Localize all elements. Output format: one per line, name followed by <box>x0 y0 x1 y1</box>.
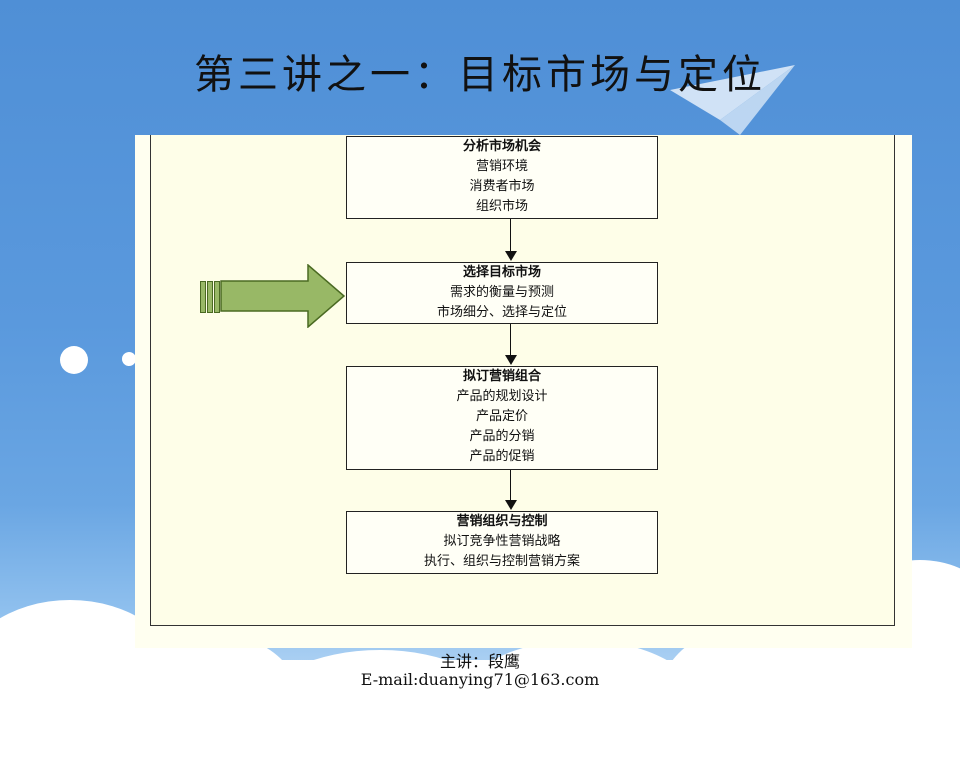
bubble-decoration <box>122 352 136 366</box>
step-heading: 分析市场机会 <box>462 139 541 154</box>
pointer-bar <box>207 281 213 313</box>
step-line: 拟订竞争性营销战略 <box>443 534 561 549</box>
connector-arrowhead <box>505 500 517 510</box>
lecturer-label: 主讲：段鹰 <box>439 652 520 671</box>
connector-arrowhead <box>505 355 517 365</box>
step-line: 需求的衡量与预测 <box>449 285 554 300</box>
step-heading: 选择目标市场 <box>462 265 541 280</box>
pointer-bar <box>214 281 220 313</box>
step-box-marketing-mix: 拟订营销组合 产品的规划设计 产品定价 产品的分销 产品的促销 <box>346 366 658 470</box>
pointer-arrow-icon <box>220 264 345 328</box>
connector-arrowhead <box>505 251 517 261</box>
connector-line <box>510 219 511 251</box>
email-label: E-mail:duanying71@163.com <box>360 670 600 689</box>
step-line: 产品定价 <box>475 409 528 424</box>
slide-title: 第三讲之一：目标市场与定位 <box>194 52 766 98</box>
step-line: 组织市场 <box>475 199 528 214</box>
step-box-select-target: 选择目标市场 需求的衡量与预测 市场细分、选择与定位 <box>346 262 658 324</box>
pointer-bar <box>200 281 206 313</box>
connector-line <box>510 470 511 501</box>
step-line: 消费者市场 <box>469 179 535 194</box>
step-line: 营销环境 <box>475 159 528 174</box>
step-heading: 拟订营销组合 <box>462 369 541 384</box>
step-line: 市场细分、选择与定位 <box>436 305 567 320</box>
paper-plane-icon <box>670 65 795 135</box>
step-heading: 营销组织与控制 <box>456 514 548 529</box>
step-line: 产品的规划设计 <box>456 389 548 404</box>
step-line: 执行、组织与控制营销方案 <box>423 554 580 569</box>
bubble-decoration <box>60 346 88 374</box>
step-line: 产品的分销 <box>469 429 535 444</box>
step-line: 产品的促销 <box>469 449 535 464</box>
connector-line <box>510 324 511 356</box>
step-box-analyze-market: 分析市场机会 营销环境 消费者市场 组织市场 <box>346 136 658 219</box>
step-box-organize-control: 营销组织与控制 拟订竞争性营销战略 执行、组织与控制营销方案 <box>346 511 658 574</box>
